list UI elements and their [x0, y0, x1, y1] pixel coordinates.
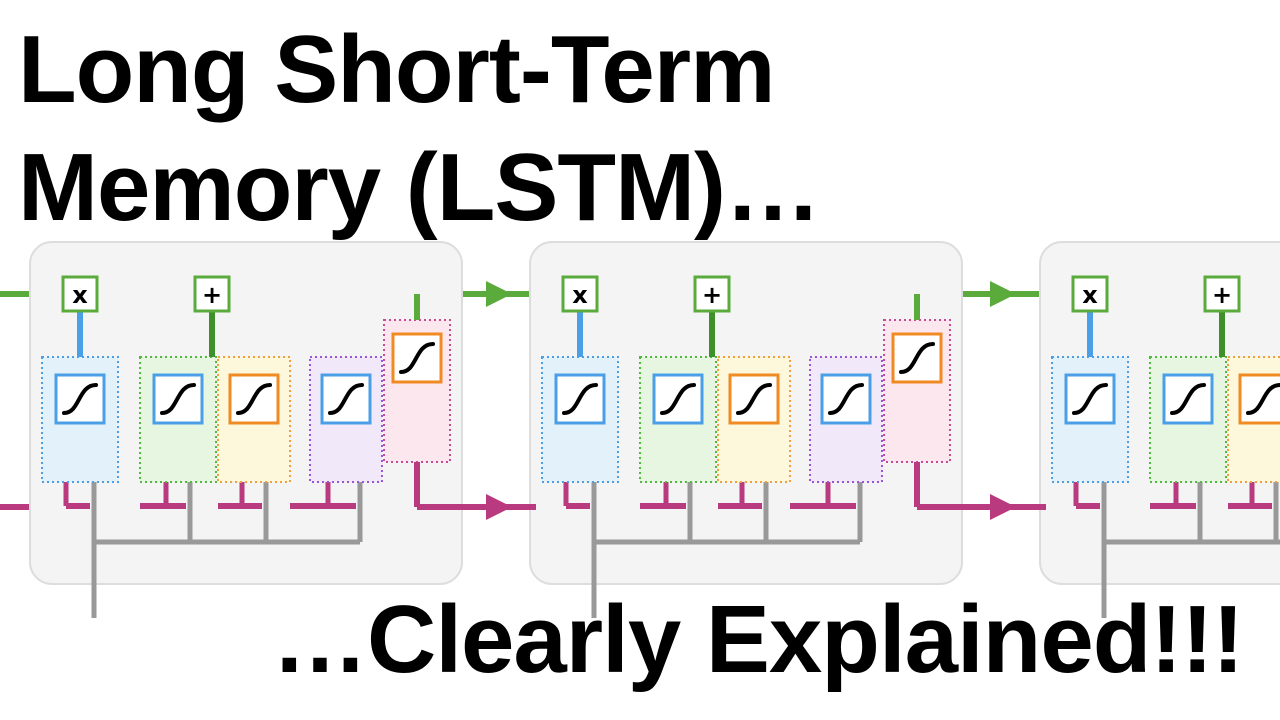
unit-1-sigmoid-curve-icon — [399, 342, 435, 374]
unit-3-sigmoid-curve-icon — [1170, 383, 1206, 415]
title-line-1: Long Short-Term — [18, 16, 775, 123]
unit-3-sigmoid-curve-icon — [1072, 383, 1108, 415]
stm-arrow-2 — [990, 494, 1016, 520]
unit-2-sigmoid-curve-icon — [736, 383, 772, 415]
lstm-unit: x+ — [529, 241, 963, 618]
unit-2-sigmoid-curve-icon — [562, 383, 598, 415]
unit-1-add-op-box — [193, 275, 231, 313]
unit-2-sigmoid-curve-icon — [828, 383, 864, 415]
ltm-arrow-1 — [486, 281, 512, 307]
title-line-2: Memory (LSTM)… — [18, 134, 821, 241]
unit-1-sigmoid-curve-icon — [62, 383, 98, 415]
unit-1-sigmoid-curve-icon — [328, 383, 364, 415]
unit-1-add-op-symbol: + — [202, 281, 222, 309]
unit-3-multiply-op-symbol: x — [1082, 281, 1098, 309]
stm-arrow-1 — [486, 494, 512, 520]
unit-2-sigmoid-curve-icon — [899, 342, 935, 374]
unit-3-sigmoid-curve-icon — [1246, 383, 1280, 415]
unit-2-multiply-op-symbol: x — [572, 281, 588, 309]
unit-2-add-op-box — [693, 275, 731, 313]
ltm-arrow-2 — [990, 281, 1016, 307]
lstm-unit: x+ — [29, 241, 463, 618]
lstm-unit: x+ — [1039, 241, 1280, 618]
subtitle: …Clearly Explained!!! — [272, 586, 1244, 693]
unit-1-multiply-op-box — [61, 275, 99, 313]
unit-2-multiply-op-box — [561, 275, 599, 313]
unit-2-add-op-symbol: + — [702, 281, 722, 309]
unit-3-add-op-box — [1203, 275, 1241, 313]
unit-1-multiply-op-symbol: x — [72, 281, 88, 309]
unit-3-activation-icon-frame — [1238, 373, 1280, 425]
unit-2-sigmoid-curve-icon — [660, 383, 696, 415]
unit-1-sigmoid-curve-icon — [160, 383, 196, 415]
unit-1-sigmoid-curve-icon — [236, 383, 272, 415]
unit-3-add-op-symbol: + — [1212, 281, 1232, 309]
unit-3-multiply-op-box — [1071, 275, 1109, 313]
